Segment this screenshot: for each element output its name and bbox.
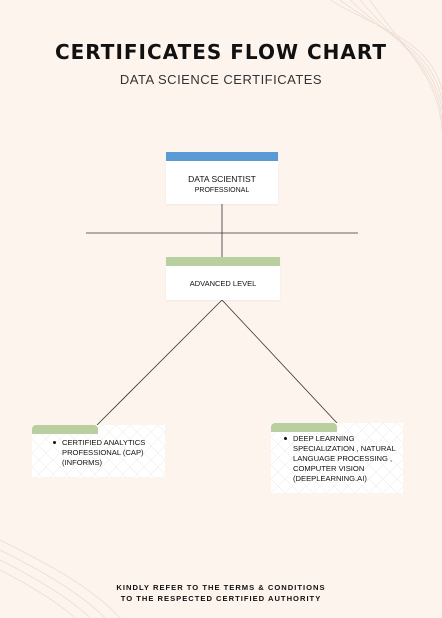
connector-middle-to-right xyxy=(221,299,338,424)
connector-middle-to-left xyxy=(96,299,223,426)
list-item: DEEP LEARNING SPECIALIZATION , NATURAL L… xyxy=(281,434,401,484)
footer-line-2: TO THE RESPECTED CERTIFIED AUTHORITY xyxy=(120,594,322,603)
node-data-scientist: DATA SCIENTIST PROFESSIONAL xyxy=(166,152,278,204)
footer-note: KINDLY REFER TO THE TERMS & CONDITIONS T… xyxy=(0,582,442,604)
node-accent-bar xyxy=(166,152,278,161)
node-title: DATA SCIENTIST xyxy=(188,174,256,184)
node-deeplearning-certificate: DEEP LEARNING SPECIALIZATION , NATURAL L… xyxy=(271,423,403,493)
node-accent-tab xyxy=(32,425,98,434)
footer-line-1: KINDLY REFER TO THE TERMS & CONDITIONS xyxy=(116,583,326,592)
node-subtitle: PROFESSIONAL xyxy=(194,187,250,194)
node-accent-tab xyxy=(271,423,337,432)
node-advanced-level: ADVANCED LEVEL xyxy=(166,257,280,300)
page-title: CERTIFICATES FLOW CHART xyxy=(54,40,388,64)
page-subtitle: DATA SCIENCE CERTIFICATES xyxy=(119,72,323,87)
node-label: ADVANCED LEVEL xyxy=(189,279,257,288)
node-cap-certificate: CERTIFIED ANALYTICS PROFESSIONAL (CAP) (… xyxy=(32,425,165,477)
node-accent-bar xyxy=(166,257,280,266)
bullet-list: CERTIFIED ANALYTICS PROFESSIONAL (CAP) (… xyxy=(50,438,162,468)
list-item: CERTIFIED ANALYTICS PROFESSIONAL (CAP) (… xyxy=(50,438,162,468)
bullet-list: DEEP LEARNING SPECIALIZATION , NATURAL L… xyxy=(281,434,401,484)
